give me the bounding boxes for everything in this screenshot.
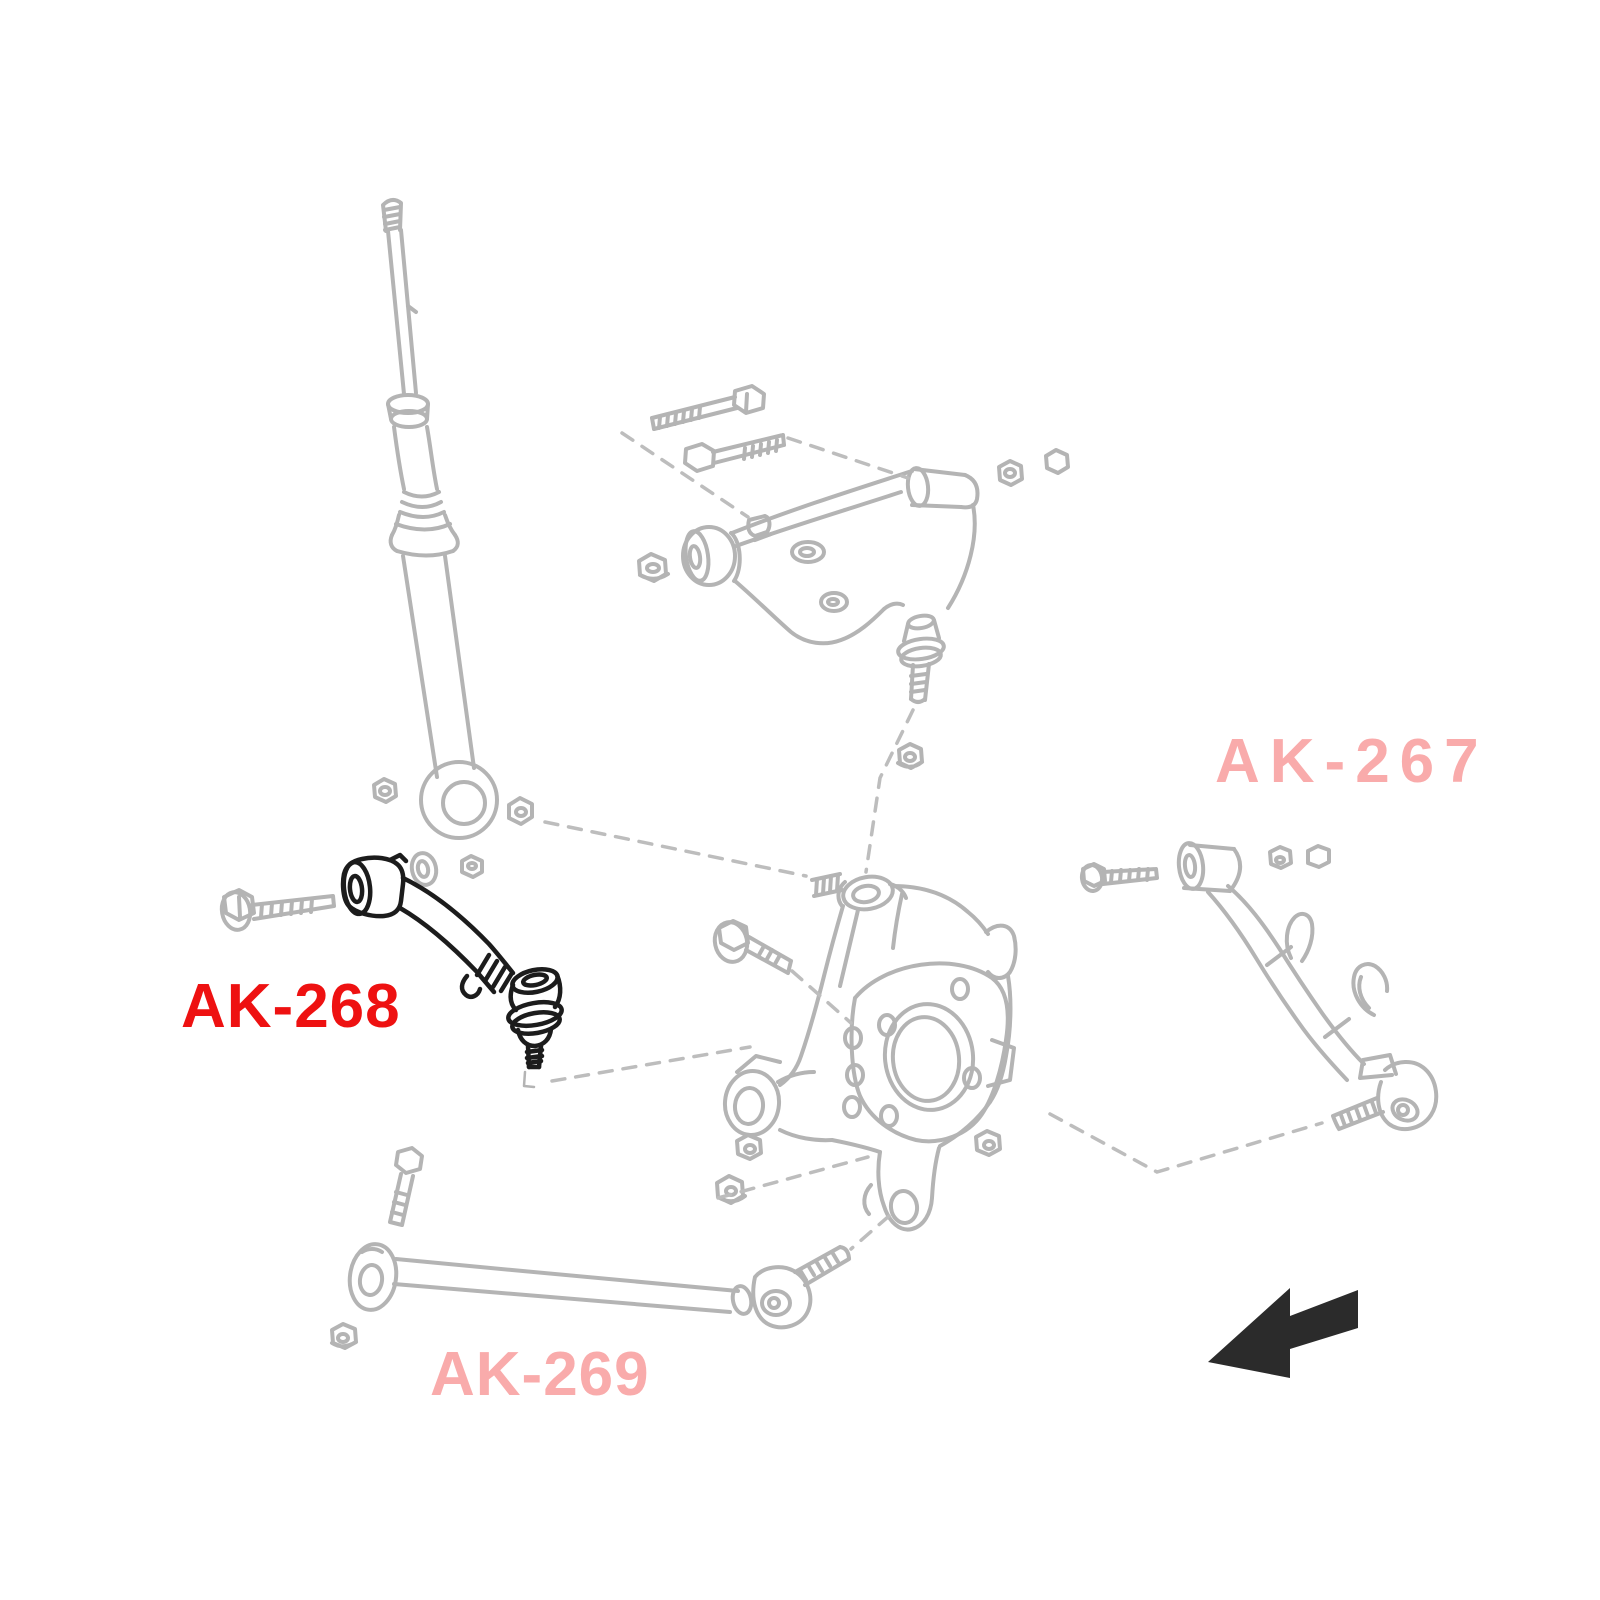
ak267-arm-drawing — [1079, 841, 1439, 1132]
assembly-dashed-lines — [543, 431, 1324, 1251]
part-label-ak268: AK-268 — [181, 972, 401, 1041]
shock-absorber-drawing — [372, 198, 534, 887]
ak268-mounting-bolt-drawing — [219, 888, 536, 1089]
ak268-arm-drawing — [340, 852, 564, 1070]
part-label-ak269: AK-269 — [430, 1340, 650, 1409]
gray-line-art — [219, 198, 1439, 1350]
upper-control-arm-drawing — [637, 384, 1070, 770]
direction-arrow-icon — [1208, 1288, 1358, 1378]
part-label-ak267: AK-267 — [1215, 727, 1489, 796]
ak269-rod-drawing — [330, 1146, 851, 1350]
knuckle-drawing — [712, 872, 1018, 1232]
